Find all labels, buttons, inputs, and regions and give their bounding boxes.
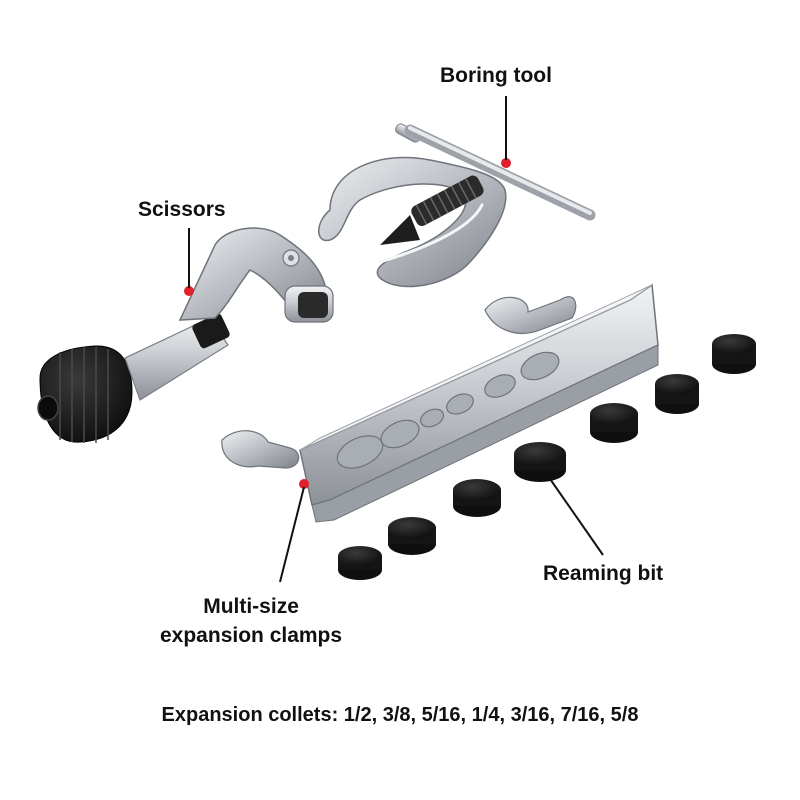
expansion-clamps-label: Multi-size expansion clamps <box>160 592 342 650</box>
boring-tool-label: Boring tool <box>440 64 552 87</box>
collet-7 <box>712 334 756 374</box>
clamps-marker <box>299 479 309 489</box>
collet-4 <box>514 442 566 482</box>
reaming-bit-leader-line <box>547 475 604 556</box>
reaming-bit-label: Reaming bit <box>543 562 664 585</box>
expansion-clamps-label-line-1: Multi-size <box>203 595 299 618</box>
expansion-clamps-label-line-2: expansion clamps <box>160 624 343 647</box>
boring-tool <box>318 123 596 288</box>
collet-3 <box>453 479 501 517</box>
scissors-label: Scissors <box>138 198 226 221</box>
tube-cutter <box>37 227 334 443</box>
collet-1 <box>338 546 382 580</box>
reaming-bits <box>338 334 756 580</box>
expansion-collets-caption: Expansion collets: 1/2, 3/8, 5/16, 1/4, … <box>161 704 639 726</box>
flaring-bar <box>221 283 659 523</box>
boring-tool-marker <box>501 158 511 168</box>
collet-2 <box>388 517 436 555</box>
collet-6 <box>655 374 699 414</box>
scissors-marker <box>184 286 194 296</box>
collet-5 <box>590 403 638 443</box>
clamps-leader-line <box>279 486 305 583</box>
